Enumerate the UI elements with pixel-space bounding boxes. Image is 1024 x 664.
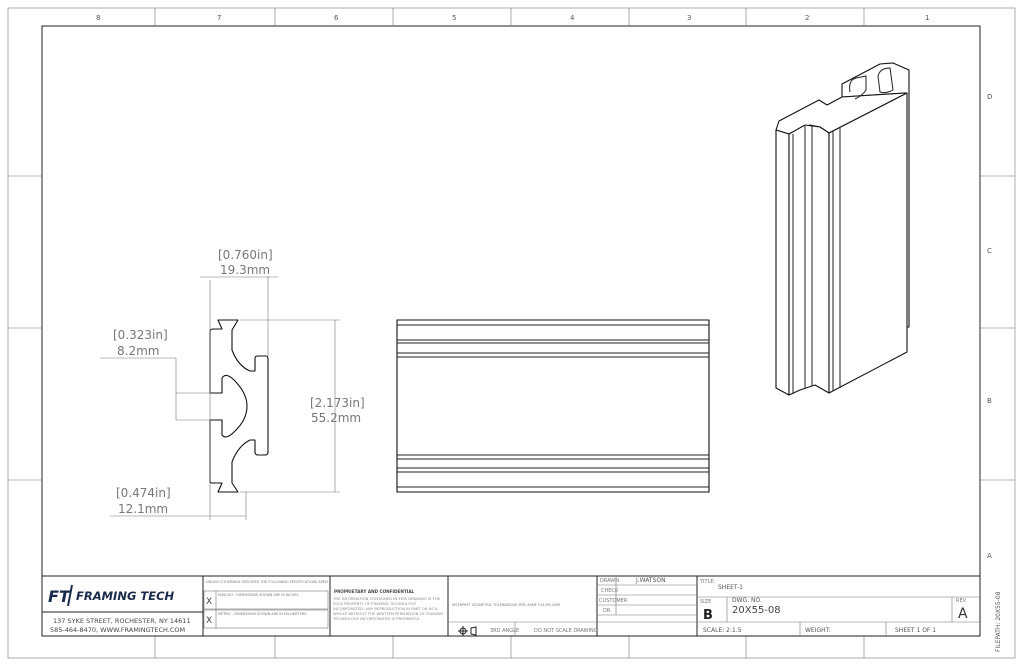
- dim-height-mm: 55.2mm: [311, 411, 361, 425]
- zone-label-col: 1: [925, 14, 929, 22]
- drawn-value: J.WATSON: [635, 577, 666, 584]
- spec-header: UNLESS OTHERWISE SPECIFIED THE FOLLOWING…: [206, 580, 329, 584]
- zone-label-col: 6: [334, 14, 339, 22]
- dwg-no-value: 20X55-08: [732, 605, 781, 616]
- size-value: B: [703, 608, 713, 623]
- dwg-no-label: DWG. NO.: [732, 597, 762, 604]
- logo-mark: FT: [48, 587, 71, 606]
- zone-label-col: 8: [96, 14, 100, 22]
- dim-width-in: [0.760in]: [218, 248, 273, 262]
- zone-label-col: 7: [217, 14, 221, 22]
- english-check: X: [206, 597, 212, 607]
- company-address: 137 SYKE STREET, ROCHESTER, NY 14611: [53, 617, 191, 625]
- spec-metric: METRIC - DIMENSIONS SHOWN ARE IN MILLIME…: [218, 612, 306, 616]
- company-contact: 585-464-8470, WWW.FRAMINGTECH.COM: [50, 626, 185, 634]
- metric-check: X: [206, 616, 212, 626]
- extrusion-profile: [209, 319, 269, 493]
- title-value: SHEET-1: [718, 584, 743, 591]
- proprietary-title: PROPRIETARY AND CONFIDENTIAL: [334, 589, 415, 594]
- third-angle-projection-icon: [458, 626, 477, 636]
- zone-label-row: A: [987, 552, 992, 560]
- rev-value: A: [958, 606, 968, 622]
- spec-english: ENGLISH - DIMENSIONS SHOWN ARE IN INCHES: [218, 593, 299, 597]
- do-not-scale-label: DO NOT SCALE DRAWING: [534, 628, 598, 634]
- projection-label: 3RD ANGLE: [490, 628, 519, 634]
- drawn-label: DRAWN: [600, 578, 619, 584]
- zone-label-row: D: [987, 93, 992, 101]
- title-label: TITLE:: [699, 579, 716, 585]
- weight-label: WEIGHT:: [805, 627, 831, 634]
- dim-width-mm: 19.3mm: [220, 263, 270, 277]
- zone-label-row: B: [987, 397, 992, 405]
- dim-base-in: [0.474in]: [116, 486, 171, 500]
- dim-slot-mm: 8.2mm: [117, 344, 159, 358]
- dim-height-in: [2.173in]: [310, 396, 365, 410]
- proprietary-text: THE INFORMATION CONTAINED IN THIS DRAWIN…: [333, 596, 444, 621]
- zone-label-col: 3: [687, 14, 691, 22]
- customer-label: CUSTOMER: [599, 598, 628, 604]
- isometric-view: [775, 62, 910, 396]
- scale-label: SCALE: 2:1.5: [703, 627, 742, 634]
- zone-label-col: 5: [452, 14, 456, 22]
- filepath-label: FILEPATH: 20X55-08: [995, 591, 1002, 652]
- size-label: SIZE: [700, 599, 711, 605]
- logo-divider: [67, 584, 73, 607]
- check-label: CHECK: [601, 588, 619, 594]
- zone-ticks: [8, 8, 1015, 658]
- tolerancing-note: INTERPRET GEOMETRIC TOLERANCING PER: ASM…: [452, 603, 560, 607]
- zone-label-row: C: [987, 247, 992, 255]
- dimension-lines: [100, 276, 340, 520]
- side-view: [396, 319, 710, 493]
- rev-label: REV: [956, 598, 967, 604]
- zone-label-col: 4: [570, 14, 575, 22]
- dim-base-mm: 12.1mm: [118, 502, 168, 516]
- zone-label-col: 2: [805, 14, 809, 22]
- title-block: [41, 575, 981, 637]
- company-logo-text: FRAMING TECH: [76, 589, 175, 603]
- dim-slot-in: [0.323in]: [113, 328, 168, 342]
- sheet-label: SHEET 1 OF 1: [895, 627, 936, 634]
- dr-label: DR: [603, 608, 611, 614]
- outer-border: [7, 7, 1016, 659]
